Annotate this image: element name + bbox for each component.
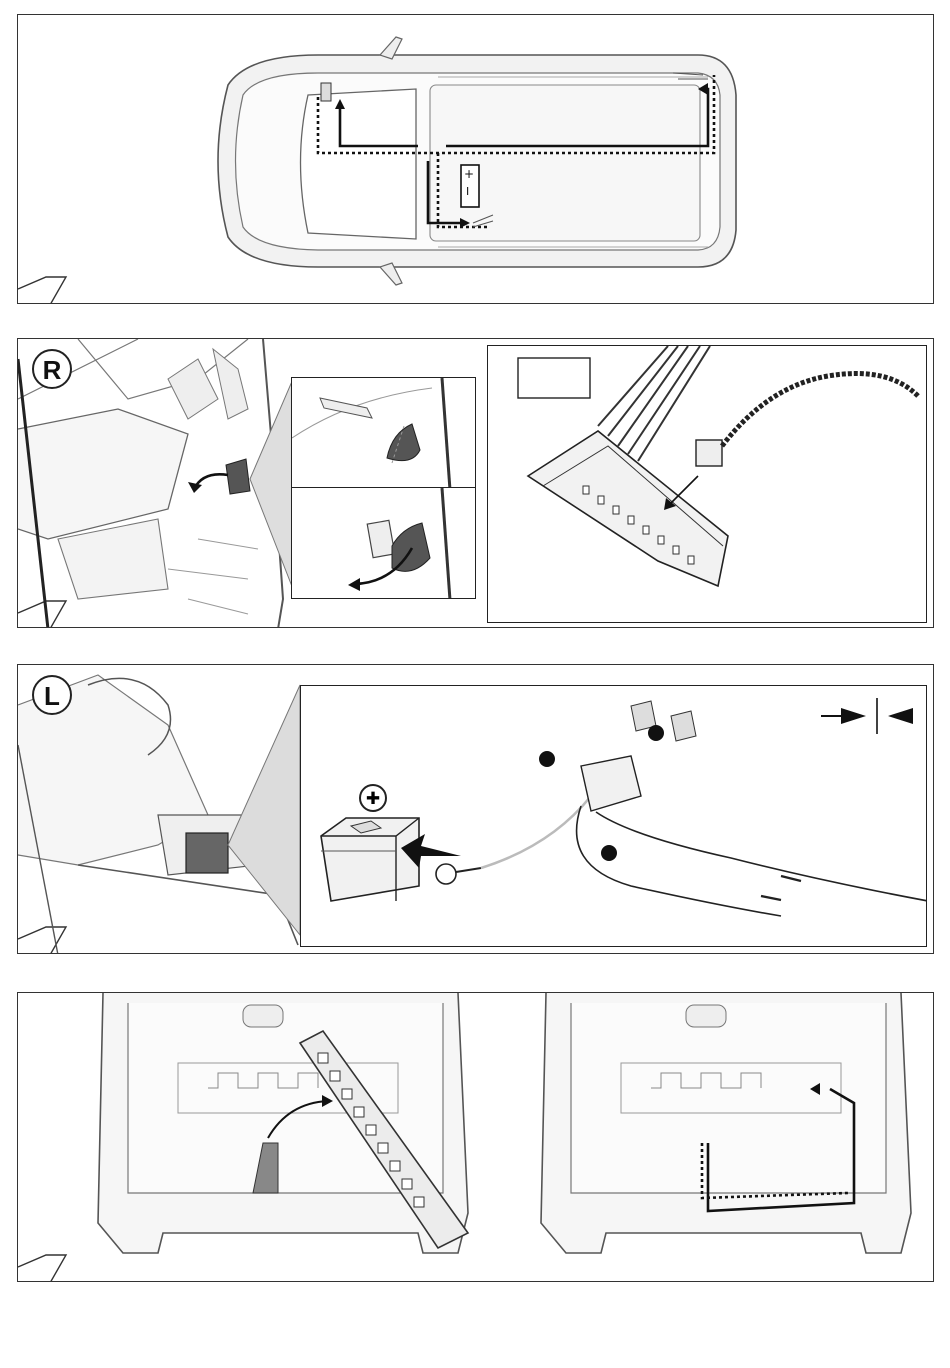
- battery-icon: [301, 686, 927, 947]
- car-topview-icon: [18, 15, 934, 304]
- inset-connector-pull: [291, 487, 476, 599]
- panel-left-side: L: [17, 664, 934, 954]
- ring-terminal-icon: [436, 864, 481, 884]
- crimp-tool-icon: [821, 698, 913, 734]
- panel-right-side: R: [17, 338, 934, 628]
- battery-plus-badge: ✚: [359, 784, 387, 812]
- rear-cargo-icon: [18, 993, 934, 1282]
- battery-plus-label: +: [464, 167, 474, 181]
- connector-label-box: [518, 358, 590, 398]
- battery-minus-label: I: [466, 185, 469, 198]
- panel-overview: + I: [17, 14, 934, 304]
- inset-cover-open: [291, 377, 476, 489]
- badge-left: L: [32, 675, 72, 715]
- inset-battery-connection: ✚: [300, 685, 927, 947]
- inset-connector-detail: [487, 345, 927, 623]
- badge-right: R: [32, 349, 72, 389]
- panel-rear: [17, 992, 934, 1282]
